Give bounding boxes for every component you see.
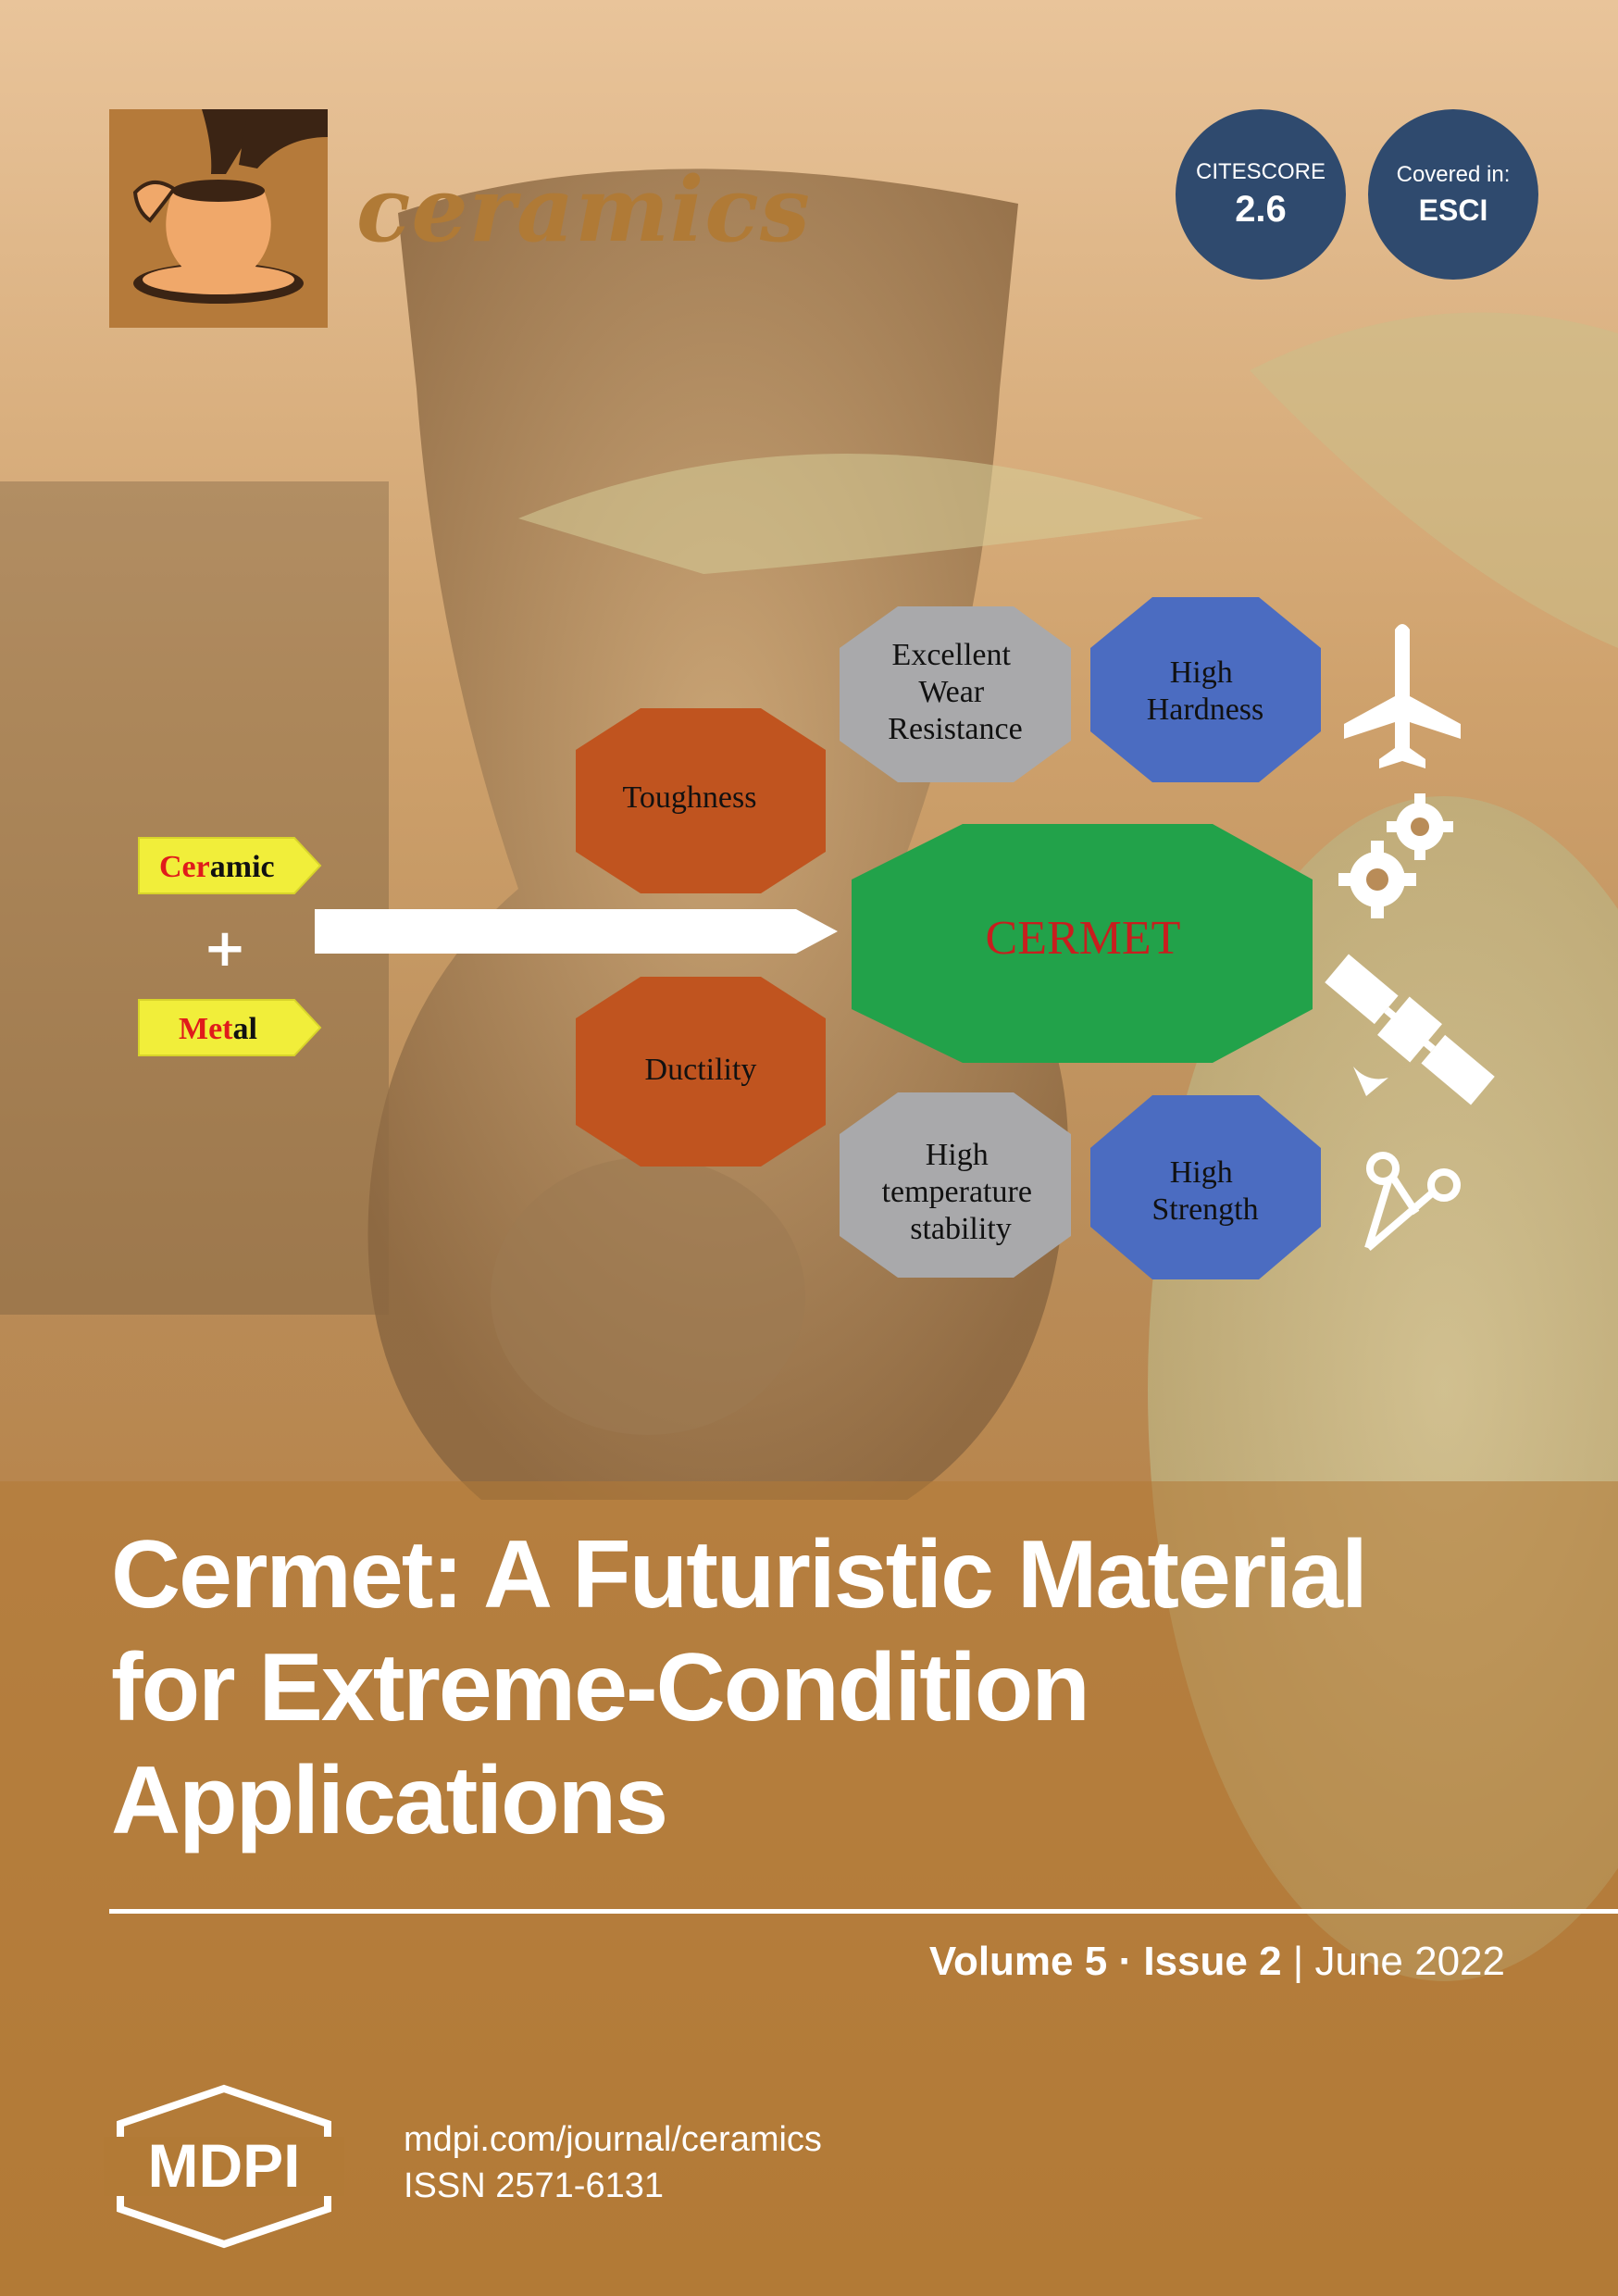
- issue-separator: ·: [1118, 1939, 1133, 1984]
- title-line-1: Cermet: A Futuristic Material: [111, 1521, 1368, 1628]
- ductility-hex: [576, 977, 826, 1167]
- mdpi-logo[interactable]: MDPI: [104, 2083, 344, 2250]
- plus-sign: +: [204, 918, 247, 979]
- strength-label: High Strength: [1151, 1155, 1258, 1227]
- journal-name: ceramics: [356, 157, 811, 262]
- issue-info: Volume 5 · Issue 2 | June 2022: [929, 1939, 1505, 1985]
- journal-logo[interactable]: [109, 109, 328, 328]
- wear-resistance-label: Excellent Wear Resistance: [888, 638, 1022, 746]
- cermet-label: CERMET: [986, 912, 1181, 965]
- volume: Volume 5: [928, 1939, 1108, 1984]
- citescore-badge[interactable]: CITESCORE 2.6: [1176, 109, 1346, 280]
- citescore-value: 2.6: [1235, 188, 1287, 230]
- issue-bar: |: [1292, 1939, 1304, 1984]
- svg-text:Metal: Metal: [179, 1012, 257, 1046]
- title-line-3: Applications: [111, 1747, 668, 1854]
- issue-number: Issue 2: [1143, 1939, 1282, 1984]
- metal-tag: Metal: [138, 999, 322, 1056]
- ceramic-rest: amic: [210, 850, 275, 884]
- wear-resistance-hex: [840, 606, 1071, 782]
- metal-rest: al: [233, 1012, 257, 1046]
- esci-badge[interactable]: Covered in: ESCI: [1368, 109, 1538, 280]
- temperature-stability-hex: [840, 1092, 1071, 1278]
- satellite-icon: [1325, 954, 1495, 1105]
- hardness-hex: [1090, 597, 1321, 782]
- covered-label: Covered in:: [1396, 161, 1511, 187]
- article-title: Cermet: A Futuristic Material for Extrem…: [111, 1518, 1500, 1857]
- hardness-label: High Hardness: [1147, 655, 1264, 727]
- toughness-label: Toughness: [623, 780, 757, 815]
- gears-icon: [1338, 793, 1453, 918]
- citescore-label: CITESCORE: [1195, 158, 1326, 184]
- mdpi-wordmark: MDPI: [148, 2131, 301, 2200]
- airplane-icon: [1344, 624, 1461, 768]
- divider: [109, 1909, 1618, 1914]
- issue-date: June 2022: [1314, 1939, 1505, 1984]
- scissors-icon: [1364, 1152, 1461, 1252]
- temperature-stability-label: High temperature stability: [882, 1138, 1040, 1246]
- title-line-2: for Extreme-Condition: [111, 1634, 1090, 1741]
- arrow: [315, 909, 838, 954]
- journal-url[interactable]: mdpi.com/journal/ceramics: [404, 2120, 822, 2159]
- strength-hex: [1090, 1095, 1321, 1279]
- issn: ISSN 2571-6131: [404, 2166, 664, 2205]
- ductility-label: Ductility: [645, 1053, 757, 1087]
- metal-red: Met: [179, 1012, 233, 1046]
- ceramic-red: Cer: [159, 850, 210, 884]
- svg-text:Ceramic: Ceramic: [159, 850, 275, 884]
- covered-value: ESCI: [1418, 193, 1488, 227]
- footer-info: mdpi.com/journal/ceramics ISSN 2571-6131: [404, 2116, 822, 2209]
- toughness-hex: [576, 708, 826, 893]
- pottery-wheel-icon: [132, 109, 328, 304]
- ceramic-tag: Ceramic: [138, 837, 322, 894]
- cermet-hex: [852, 824, 1313, 1063]
